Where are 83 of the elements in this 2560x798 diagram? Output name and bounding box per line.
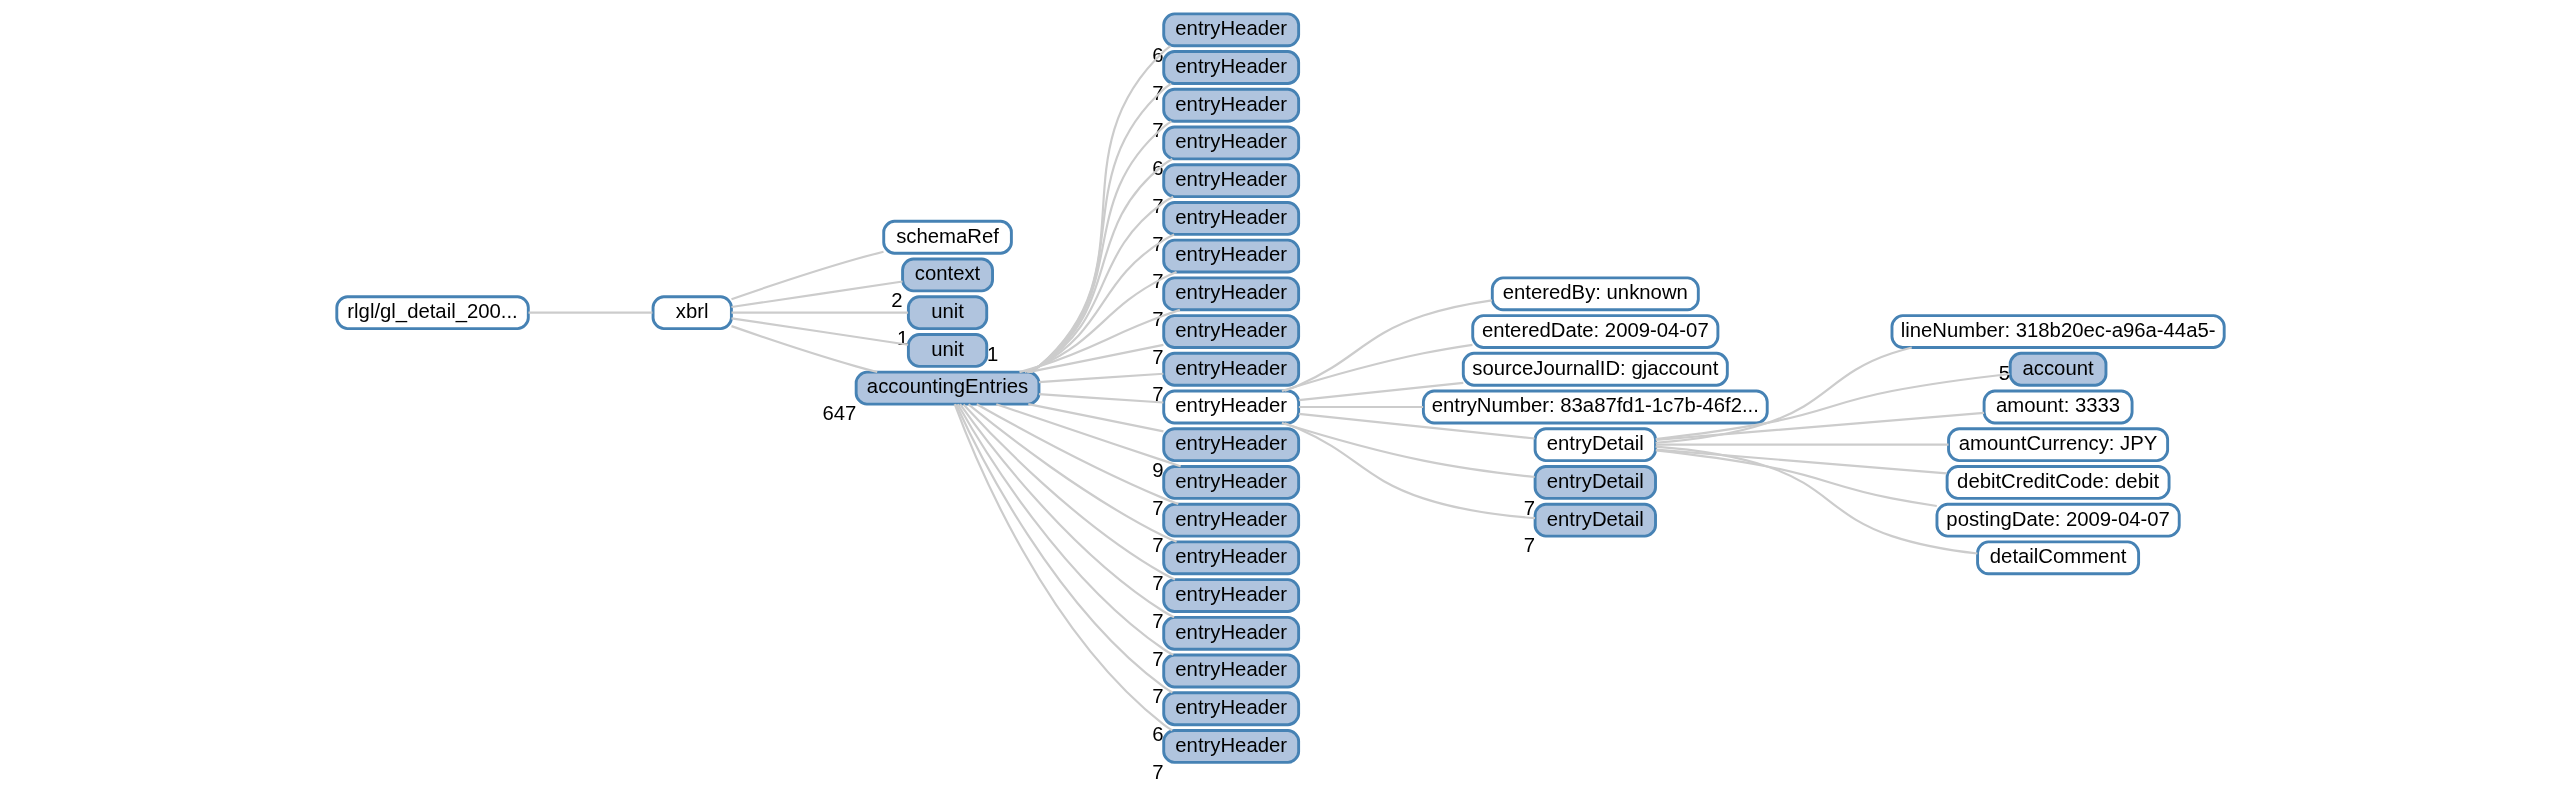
node-label: 1 <box>986 342 998 365</box>
node-label: 7 <box>1151 572 1164 595</box>
connector <box>1655 445 1977 555</box>
node-box: entryNumber: 83a87fd1-1c7b-46f2... <box>1421 389 1769 425</box>
node-box: enteredBy: unknown <box>1490 276 1700 312</box>
connector <box>1038 393 1163 404</box>
connector <box>1023 271 1177 374</box>
node-box: entryHeader <box>1161 314 1300 349</box>
connector <box>1018 308 1180 374</box>
connector <box>1027 403 1164 433</box>
node-label: 7 <box>1151 496 1164 519</box>
connector <box>730 250 884 301</box>
node-box: account <box>2008 351 2107 387</box>
connector <box>528 311 652 314</box>
node-box: amount: 3333 <box>1982 389 2134 425</box>
connector <box>1298 381 1463 402</box>
node-box: amountCurrency: JPY <box>1946 427 2169 463</box>
connector <box>1655 411 1984 441</box>
node-label: 647 <box>822 402 856 425</box>
connector <box>1281 421 1535 479</box>
connector <box>730 325 877 374</box>
node-box: schemaRef <box>881 219 1013 255</box>
node-label: 7 <box>1151 383 1164 406</box>
node-label: 7 <box>1523 496 1535 519</box>
node-box: entryHeader <box>1161 276 1300 312</box>
node-box: unit <box>906 295 988 331</box>
connector <box>730 311 908 314</box>
node-label: 6 <box>1151 44 1164 66</box>
connector <box>1027 195 1174 374</box>
connector <box>958 403 1175 619</box>
node-label: 7 <box>1151 685 1164 708</box>
connector <box>1655 448 1947 475</box>
node-box: enteredDate: 2009-04-07 <box>1470 314 1719 349</box>
node-box: context <box>900 257 994 293</box>
node-box: unit <box>906 333 988 368</box>
node-box: entryHeader <box>1161 578 1300 613</box>
node-box: entryHeader <box>1161 389 1300 425</box>
node-box: entryHeader <box>1161 125 1300 161</box>
connector <box>1027 343 1164 374</box>
connector <box>1028 158 1173 373</box>
node-box: postingDate: 2009-04-07 <box>1935 502 2181 538</box>
node-box: sourceJournalID: gjaccount <box>1461 351 1729 387</box>
node-label: 7 <box>1151 609 1164 632</box>
node-box: entryHeader <box>1161 691 1300 727</box>
connector <box>962 403 1175 581</box>
connector <box>1038 372 1163 384</box>
node-box: lineNumber: 318b20ec-a96a-44a5- <box>1890 314 2226 349</box>
connector <box>1655 372 2010 441</box>
node-box: entryDetail <box>1533 502 1657 538</box>
node-box: rlgl/gl_detail_200... <box>334 295 530 331</box>
connector <box>975 403 1179 506</box>
connector <box>730 317 908 346</box>
node-box: accountingEntries <box>854 370 1040 406</box>
connector <box>1655 346 1912 444</box>
node-box: entryHeader <box>1161 12 1300 48</box>
node-box: entryDetail <box>1533 465 1657 500</box>
node-box: entryHeader <box>1161 427 1300 463</box>
connector <box>730 280 903 309</box>
connector <box>1655 443 1948 446</box>
connector <box>995 403 1181 468</box>
connector <box>1298 405 1423 409</box>
node-box: entryHeader <box>1161 540 1300 576</box>
node-label: 7 <box>1151 534 1164 557</box>
node-label: 7 <box>1523 534 1535 557</box>
node-box: detailComment <box>1975 540 2140 576</box>
node-box: entryDetail <box>1533 427 1657 463</box>
node-box: xbrl <box>651 295 733 331</box>
node-label: 7 <box>1151 760 1164 783</box>
connector <box>1655 449 1937 508</box>
node-label: 5 <box>1998 361 2010 384</box>
node-label: 6 <box>1151 722 1164 745</box>
node-label: 7 <box>1151 647 1164 670</box>
connector <box>1284 422 1535 520</box>
node-label: 2 <box>890 289 902 312</box>
node-label: 9 <box>1151 458 1164 481</box>
node-box: entryHeader <box>1161 201 1300 236</box>
connector <box>1298 412 1535 440</box>
node-box: debitCreditCode: debit <box>1945 465 2170 500</box>
connector <box>1026 233 1175 374</box>
node-label: 7 <box>1151 345 1164 368</box>
connector <box>1284 299 1492 392</box>
connector <box>967 403 1177 543</box>
connector <box>1281 343 1473 392</box>
